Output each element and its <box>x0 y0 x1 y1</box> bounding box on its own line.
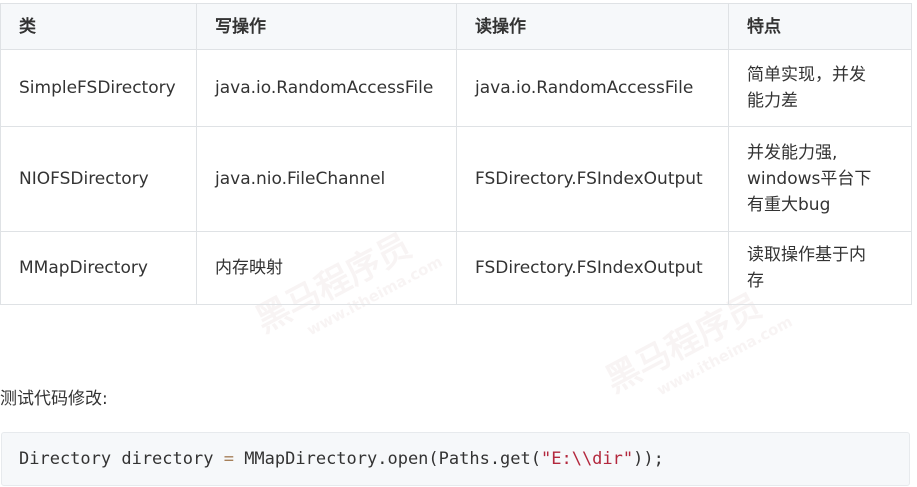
cell-feature: 读取操作基于内 存 <box>728 231 912 305</box>
cell-write: java.nio.FileChannel <box>196 126 457 232</box>
cell-feature: 简单实现，并发 能力差 <box>728 49 912 127</box>
column-header-read: 读操作 <box>456 3 729 50</box>
code-block[interactable]: Directory directory = MMapDirectory.open… <box>1 432 910 486</box>
code-string: "E:\\dir" <box>541 449 634 469</box>
cell-read: FSDirectory.FSIndexOutput <box>456 126 729 232</box>
table-header-row: 类 写操作 读操作 特点 <box>0 3 912 50</box>
cell-read: FSDirectory.FSIndexOutput <box>456 231 729 305</box>
column-header-class: 类 <box>0 3 197 50</box>
cell-write: java.io.RandomAccessFile <box>196 49 457 127</box>
feature-line: 能力差 <box>747 91 798 111</box>
cell-class: SimpleFSDirectory <box>0 49 197 127</box>
feature-line: 简单实现，并发 <box>747 65 866 85</box>
cell-class: MMapDirectory <box>0 231 197 305</box>
cell-feature: 并发能力强, windows平台下 有重大bug <box>728 126 912 232</box>
feature-line: 有重大bug <box>747 195 831 215</box>
column-header-write: 写操作 <box>196 3 457 50</box>
code-text: MMapDirectory.open(Paths.get( <box>233 449 541 469</box>
cell-class: NIOFSDirectory <box>0 126 197 232</box>
code-operator: = <box>223 449 234 469</box>
cell-read: java.io.RandomAccessFile <box>456 49 729 127</box>
directory-comparison-table: 类 写操作 读操作 特点 SimpleFSDirectory java.io.R… <box>0 3 912 305</box>
table-row: SimpleFSDirectory java.io.RandomAccessFi… <box>0 49 912 127</box>
column-header-feature: 特点 <box>728 3 912 50</box>
feature-line: windows平台下 <box>747 169 872 189</box>
code-caption: 测试代码修改: <box>0 389 108 409</box>
feature-line: 读取操作基于内 <box>747 245 866 265</box>
code-text: Directory directory <box>19 449 224 469</box>
table-row: MMapDirectory 内存映射 FSDirectory.FSIndexOu… <box>0 231 912 305</box>
table-row: NIOFSDirectory java.nio.FileChannel FSDi… <box>0 126 912 232</box>
code-text: )); <box>633 449 664 469</box>
feature-line: 存 <box>747 271 764 291</box>
cell-write: 内存映射 <box>196 231 457 305</box>
watermark-url: www.itheima.com <box>653 312 796 400</box>
feature-line: 并发能力强, <box>747 143 838 163</box>
